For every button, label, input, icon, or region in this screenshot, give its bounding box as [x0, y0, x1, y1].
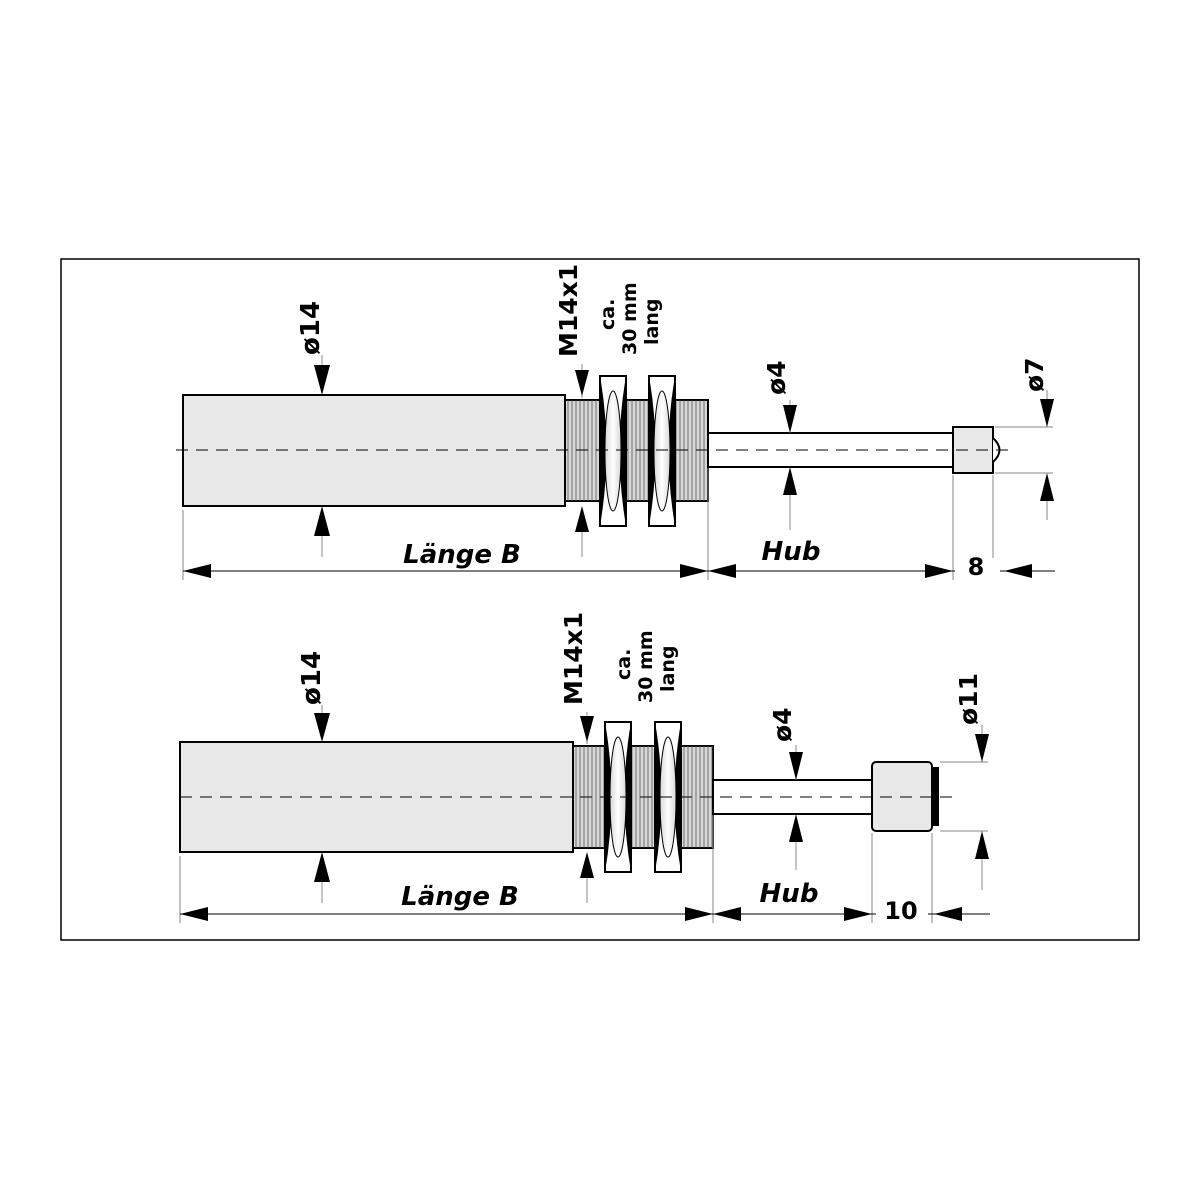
body-diameter-label: ø14	[296, 301, 326, 355]
body-diameter-label: ø14	[297, 651, 327, 705]
nut-note-line1: ca.	[613, 649, 635, 680]
drawing-frame	[60, 258, 1140, 941]
lock-nut	[648, 375, 676, 527]
shock-absorber-top: ø14 M14x1 ca. 30 mm lang ø4 ø7	[176, 264, 1055, 584]
length-label: Länge B	[401, 882, 519, 912]
shock-absorber-bottom: ø14 M14x1 ca. 30 mm lang ø4 ø11	[179, 612, 990, 926]
length-label: Länge B	[403, 540, 521, 570]
thread-label: M14x1	[554, 264, 583, 357]
tip-pad	[932, 767, 939, 826]
piston-rod	[707, 432, 954, 468]
stroke-label: Hub	[760, 879, 819, 909]
tip-diameter-label: ø11	[954, 673, 983, 725]
rod-diameter-label: ø4	[762, 360, 791, 395]
nut-note-line3: lang	[641, 299, 663, 345]
nut-note-line3: lang	[657, 646, 679, 692]
lock-nut	[599, 375, 627, 527]
tip-length-label: 10	[884, 897, 917, 925]
tip-length-label: 8	[968, 553, 985, 581]
nut-note-line1: ca.	[597, 299, 619, 330]
cylinder-body	[179, 741, 574, 853]
stroke-label: Hub	[762, 537, 821, 567]
thread-section	[572, 745, 714, 849]
nut-note-line2: 30 mm	[635, 630, 657, 703]
nut-note-line2: 30 mm	[619, 282, 641, 355]
thread-label: M14x1	[559, 612, 588, 705]
rod-diameter-label: ø4	[768, 707, 797, 742]
tip-diameter-label: ø7	[1020, 357, 1049, 392]
